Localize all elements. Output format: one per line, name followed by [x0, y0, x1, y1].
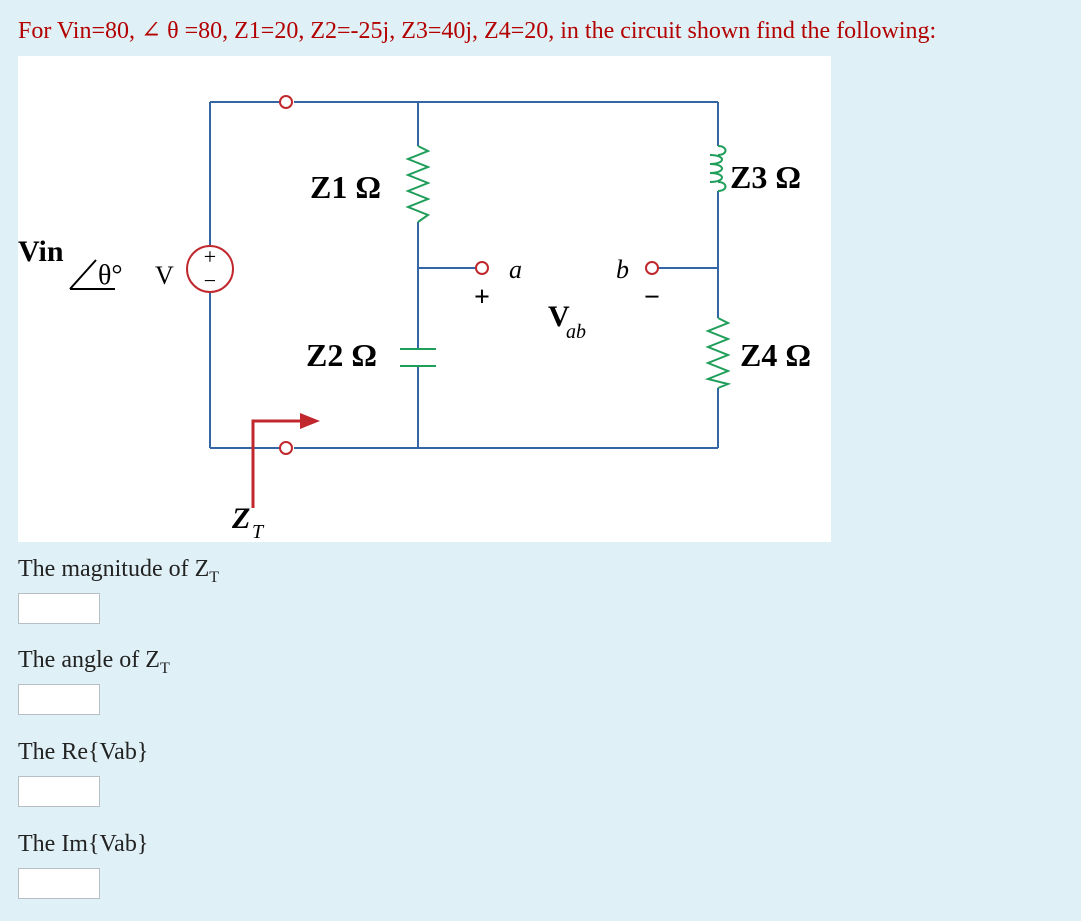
node-b-label: b — [616, 255, 629, 284]
z3-inductor-icon — [709, 145, 727, 192]
terminal-bottom — [279, 441, 293, 455]
terminal-b — [645, 261, 659, 275]
question-text: For Vin=80, ∠ θ =80, Z1=20, Z2=-25j, Z3=… — [18, 18, 937, 44]
zt-arrow-shaft — [251, 419, 303, 508]
terminal-top — [279, 95, 293, 109]
vab-minus: − — [644, 282, 660, 313]
angle-zt-input[interactable] — [18, 684, 100, 715]
node-a-label: a — [509, 255, 522, 284]
re-vab-label: The Re{Vab} — [18, 739, 149, 765]
z3-label: Z3 Ω — [730, 159, 801, 195]
zt-arrow-icon — [300, 413, 320, 429]
z4-label: Z4 Ω — [740, 337, 811, 373]
source-angle: θ° — [98, 260, 123, 291]
circuit-diagram: + − Vin θ° V Z1 Ω Z2 Ω Z3 Ω Z4 Ω a b + −… — [18, 56, 831, 542]
vab-label: V — [548, 300, 570, 333]
magnitude-zt-label: The magnitude of ZT — [18, 556, 220, 586]
terminals — [279, 95, 659, 455]
z1-label: Z1 Ω — [310, 169, 381, 205]
zt-subscript: T — [252, 521, 265, 542]
vab-plus: + — [474, 282, 490, 313]
terminal-a — [475, 261, 489, 275]
z1-resistor-icon — [405, 145, 431, 223]
source-minus: − — [204, 268, 216, 293]
vab-subscript: ab — [566, 321, 586, 343]
magnitude-zt-input[interactable] — [18, 593, 100, 624]
angle-icon — [69, 259, 115, 290]
circuit-wires — [209, 101, 719, 449]
z2-label: Z2 Ω — [306, 337, 377, 373]
source-unit: V — [155, 261, 174, 290]
zt-label: Z — [231, 502, 250, 535]
im-vab-input[interactable] — [18, 868, 100, 899]
im-vab-label: The Im{Vab} — [18, 831, 149, 857]
vin-label: Vin — [18, 235, 64, 268]
angle-zt-label: The angle of ZT — [18, 647, 170, 677]
z4-resistor-icon — [704, 317, 732, 389]
circuit-svg: + − Vin θ° V Z1 Ω Z2 Ω Z3 Ω Z4 Ω a b + −… — [18, 95, 811, 542]
re-vab-input[interactable] — [18, 776, 100, 807]
source-plus: + — [204, 244, 216, 269]
voltage-source-icon — [186, 245, 234, 293]
